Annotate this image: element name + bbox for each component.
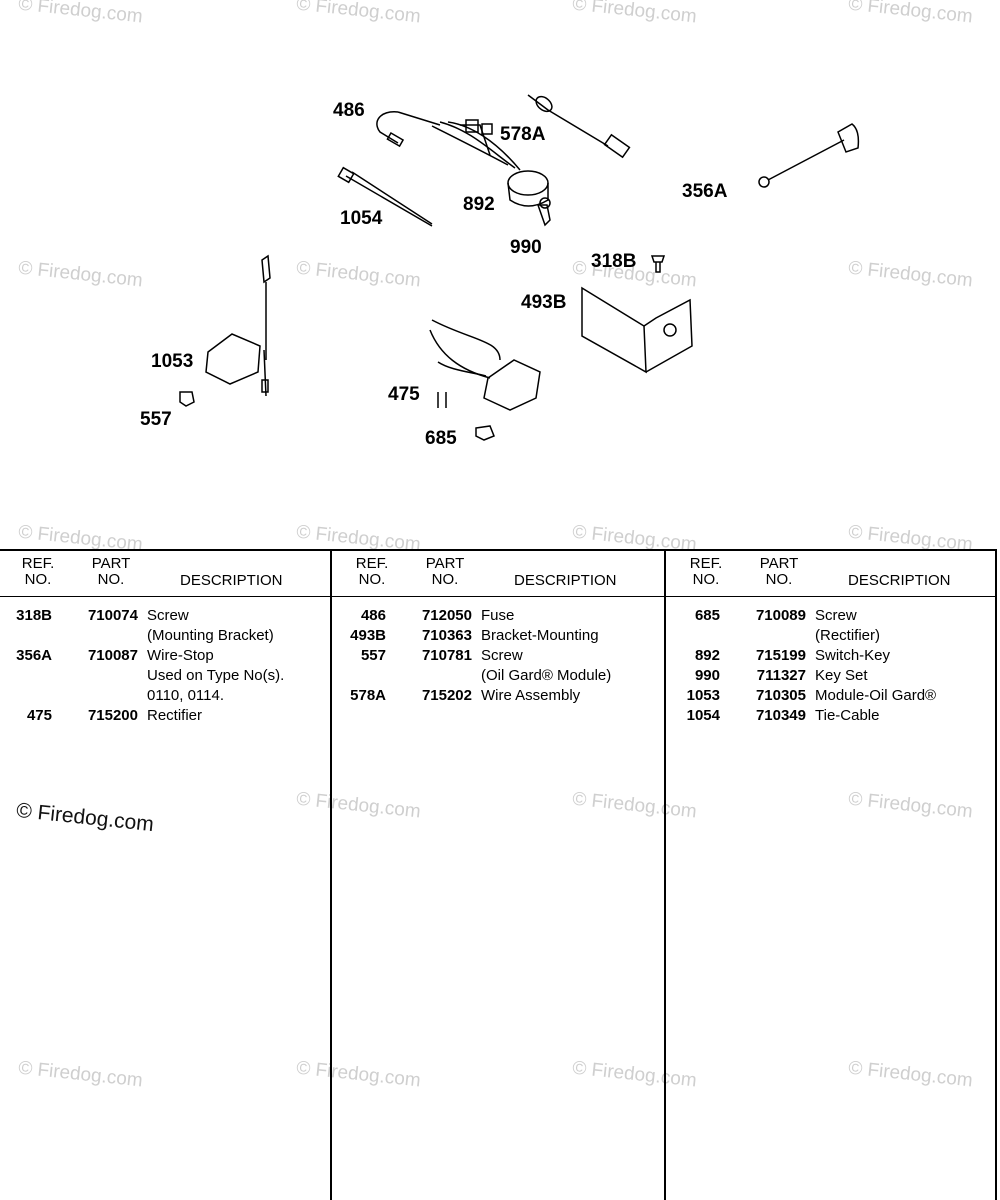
callout-578a: 578A [500, 124, 546, 145]
part-description: Wire-Stop [147, 647, 214, 664]
callout-557: 557 [140, 409, 172, 430]
part-description: Used on Type No(s). [147, 667, 285, 684]
part-description: Wire Assembly [481, 687, 581, 704]
part-description: Bracket-Mounting [481, 627, 599, 644]
part-description: Fuse [481, 607, 515, 624]
part-number: 715200 [87, 707, 138, 724]
part-number: 710363 [421, 627, 472, 644]
key-drawing [536, 204, 551, 227]
header-description: DESCRIPTION [514, 572, 617, 589]
bracket-drawing [581, 286, 647, 374]
wire-assembly-drawing [527, 94, 609, 147]
callout-990: 990 [510, 237, 542, 258]
part-number: 710087 [87, 647, 138, 664]
header-description: DESCRIPTION [848, 572, 951, 589]
header-ref: REF.NO. [355, 555, 389, 588]
fuse-drawing [376, 111, 399, 144]
part-number: 710089 [755, 607, 806, 624]
part-description: Tie-Cable [815, 707, 880, 724]
screw-685-drawing [475, 425, 495, 441]
part-number: 711327 [756, 667, 806, 684]
oil-gard-module-drawing [205, 333, 261, 385]
screw-318b-drawing [650, 255, 666, 273]
part-description: Screw [481, 647, 523, 664]
part-description: Module-Oil Gard® [815, 687, 937, 704]
ref-number: 685 [694, 607, 720, 624]
callout-892: 892 [463, 194, 495, 215]
part-number: 715199 [755, 647, 806, 664]
part-number: 715202 [421, 687, 472, 704]
callout-685: 685 [425, 428, 457, 449]
part-description: Screw [147, 607, 189, 624]
header-description: DESCRIPTION [180, 572, 283, 589]
part-description: (Oil Gard® Module) [481, 667, 612, 684]
callout-318b: 318B [591, 251, 637, 272]
callout-356a: 356A [682, 181, 728, 202]
ref-number: 318B [16, 607, 52, 624]
rectifier-drawing [483, 359, 541, 411]
part-description: Screw [815, 607, 857, 624]
tie-cable-drawing [345, 171, 433, 227]
ref-number: 1053 [686, 687, 720, 704]
callout-493b: 493B [521, 292, 567, 313]
wire-stop-drawing [767, 139, 845, 181]
screw-557-drawing [179, 391, 195, 407]
header-ref: REF.NO. [689, 555, 723, 588]
ref-number: 990 [694, 667, 720, 684]
part-number: 710781 [421, 647, 472, 664]
callout-475: 475 [388, 384, 420, 405]
part-description: (Rectifier) [815, 627, 881, 644]
ref-number: 475 [26, 707, 52, 724]
ref-number: 557 [360, 647, 386, 664]
callout-1053: 1053 [151, 351, 194, 372]
part-number: 712050 [421, 607, 472, 624]
parts-diagram [179, 94, 860, 441]
part-number: 710305 [755, 687, 806, 704]
ref-number: 578A [350, 687, 386, 704]
callout-1054: 1054 [340, 208, 383, 229]
part-number: 710074 [87, 607, 138, 624]
ref-number: 493B [350, 627, 386, 644]
ref-number: 892 [694, 647, 720, 664]
part-number: 710349 [755, 707, 806, 724]
part-description: Key Set [815, 667, 868, 684]
ref-number: 356A [16, 647, 52, 664]
part-description: Rectifier [147, 707, 203, 724]
callout-486: 486 [333, 100, 365, 121]
ref-number: 1054 [686, 707, 720, 724]
switch-harness-drawing [431, 125, 509, 166]
part-description: (Mounting Bracket) [147, 627, 274, 644]
header-ref: REF.NO. [21, 555, 55, 588]
part-description: Switch-Key [815, 647, 891, 664]
ref-number: 486 [360, 607, 386, 624]
part-description: 0110, 0114. [147, 687, 225, 704]
